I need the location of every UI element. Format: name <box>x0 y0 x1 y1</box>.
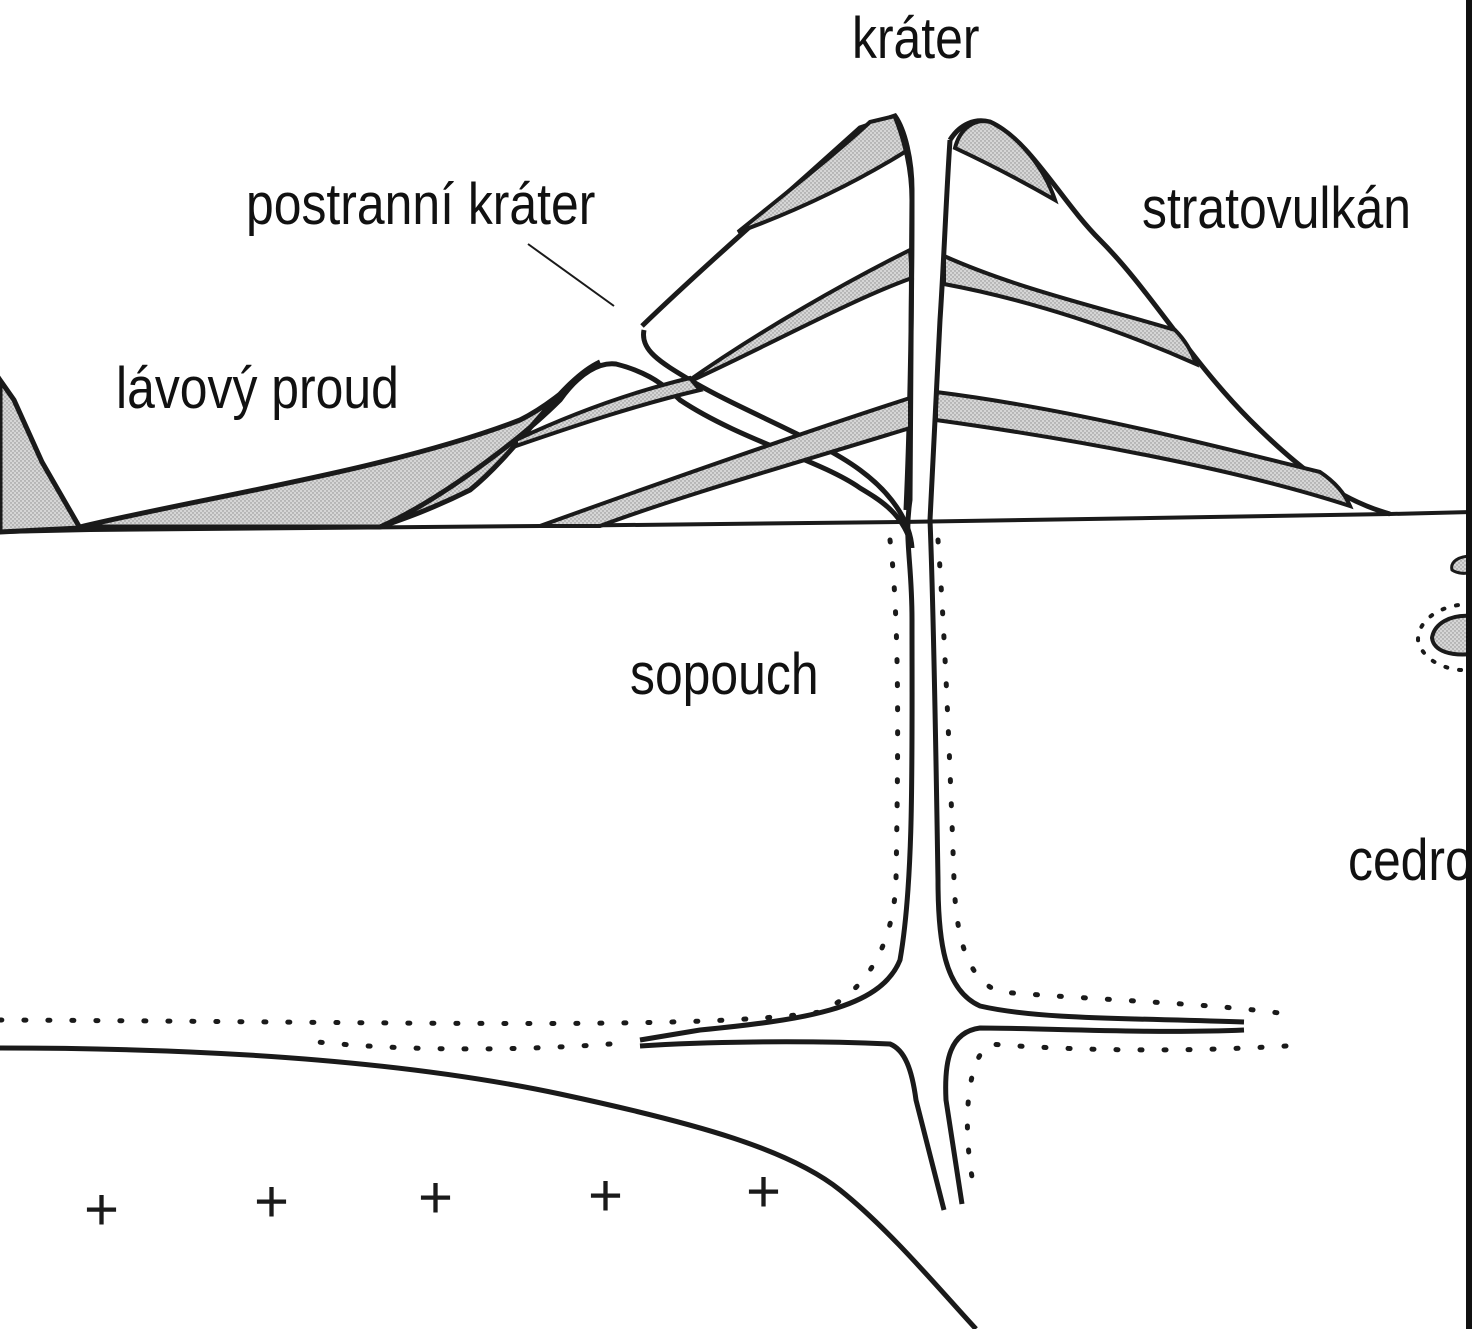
bedrock-marker: + <box>588 1162 623 1229</box>
right-layer-top <box>955 121 1055 200</box>
label-lava-flow: lávový proud <box>116 360 399 418</box>
bedrock-markers: + + + + + <box>84 1158 781 1243</box>
main-conduit-left-wall <box>640 116 912 1040</box>
contact-aureole-right <box>938 540 1286 1014</box>
bedrock-marker: + <box>254 1168 289 1235</box>
label-cedro: cedro <box>1348 832 1472 890</box>
side-crater-pointer <box>528 244 614 306</box>
left-layer-top <box>738 116 908 232</box>
label-side-crater: postranní kráter <box>246 176 595 234</box>
batholith-boundary <box>0 1048 976 1329</box>
bedrock-marker: + <box>746 1158 781 1225</box>
left-hill-fragment <box>0 380 80 532</box>
bedrock-marker: + <box>418 1164 453 1231</box>
label-crater: kráter <box>852 10 980 68</box>
contact-aureole-left <box>0 540 898 1024</box>
right-layer-lower <box>936 392 1350 506</box>
left-layer-middle <box>684 250 912 384</box>
label-stratovolcano: stratovulkán <box>1142 180 1411 238</box>
bedrock-marker: + <box>84 1176 119 1243</box>
label-conduit: sopouch <box>630 646 819 704</box>
sill-lower-right <box>946 1028 1244 1204</box>
right-edge-border <box>1466 0 1472 1329</box>
